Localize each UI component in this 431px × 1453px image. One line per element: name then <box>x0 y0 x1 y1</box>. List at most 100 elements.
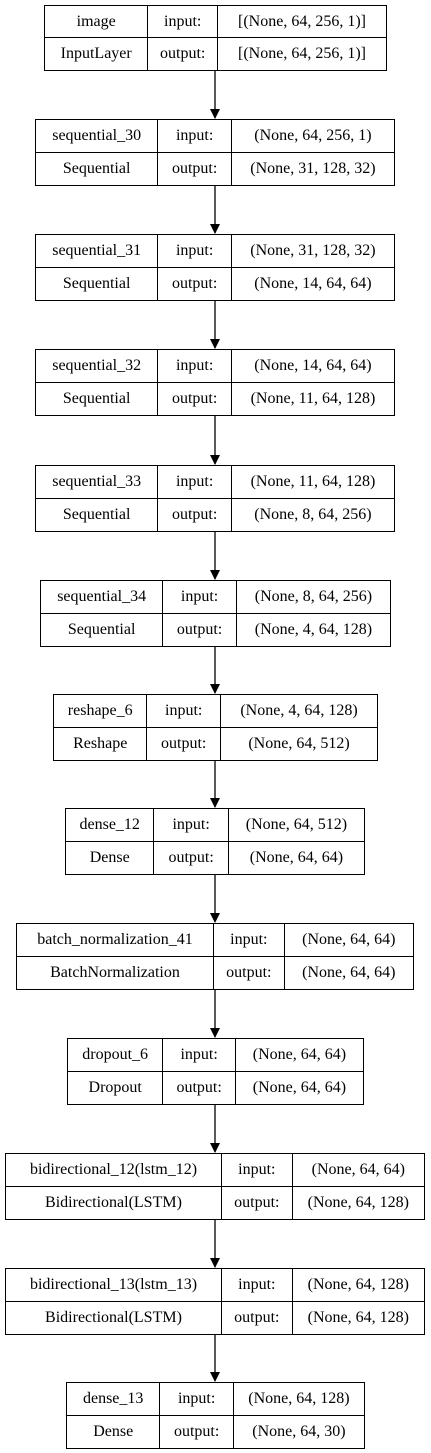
output-label: output: <box>157 498 231 531</box>
output-shape: (None, 64, 64) <box>283 956 413 989</box>
input-shape: (None, 31, 128, 32) <box>230 235 394 267</box>
input-label: input: <box>159 1383 233 1415</box>
layer-name: sequential_32 <box>52 356 142 374</box>
layer-name: sequential_31 <box>52 241 142 259</box>
layer-input-row: bidirectional_12(lstm_12) input:(None, 64… <box>6 1154 424 1187</box>
layer-output-row: BatchNormalization output:(None, 64, 64) <box>17 956 413 989</box>
input-label: input: <box>213 924 284 956</box>
output-shape: (None, 8, 64, 256) <box>230 498 394 531</box>
layer-type: Reshape <box>73 734 128 752</box>
input-shape: (None, 4, 64, 128) <box>219 695 377 727</box>
layer-name: sequential_34 <box>57 587 147 605</box>
layer-name: batch_normalization_41 <box>37 930 193 948</box>
layer-name: sequential_33 <box>52 472 142 490</box>
layer-name: dense_12 <box>79 815 140 833</box>
input-label: input: <box>162 1039 235 1071</box>
layer-input-row: sequential_31 input:(None, 31, 128, 32) <box>36 235 394 268</box>
layer-output-row: Sequential output:(None, 11, 64, 128) <box>36 382 394 415</box>
layer-name: dense_13 <box>82 1389 144 1407</box>
layer-node: bidirectional_13(lstm_13) input:(None, 64… <box>5 1268 425 1335</box>
input-shape: (None, 64, 128) <box>232 1383 364 1415</box>
output-shape: (None, 64, 64) <box>227 841 364 874</box>
output-label: output: <box>213 956 284 989</box>
layer-type: Sequential <box>62 274 131 292</box>
input-shape: (None, 11, 64, 128) <box>230 466 394 498</box>
output-label: output: <box>153 841 228 874</box>
output-label: output: <box>147 38 217 70</box>
output-label: output: <box>157 152 231 185</box>
layer-node: dense_13 input:(None, 64, 128) Dense output… <box>66 1382 365 1449</box>
output-label: output: <box>157 382 231 415</box>
layer-output-row: Dense output:(None, 64, 64) <box>66 841 364 874</box>
output-label: output: <box>157 267 231 300</box>
output-label: output: <box>220 1301 292 1334</box>
input-label: input: <box>220 1154 292 1186</box>
input-label: input: <box>157 120 231 152</box>
input-shape: (None, 8, 64, 256) <box>235 581 390 613</box>
layer-type: Dense <box>93 1422 134 1440</box>
input-label: input: <box>157 350 231 382</box>
input-shape: (None, 64, 256, 1) <box>230 120 394 152</box>
layer-output-row: Dense output:(None, 64, 30) <box>67 1415 364 1448</box>
layer-input-row: sequential_30 input:(None, 64, 256, 1) <box>36 120 394 153</box>
input-shape: (None, 64, 128) <box>291 1269 424 1301</box>
output-label: output: <box>220 1186 292 1219</box>
layer-node: batch_normalization_41 input:(None, 64, 6… <box>16 923 414 990</box>
output-shape: (None, 64, 30) <box>232 1415 364 1448</box>
layer-node: bidirectional_12(lstm_12) input:(None, 64… <box>5 1153 425 1220</box>
input-label: input: <box>153 809 228 841</box>
layer-output-row: Sequential output:(None, 8, 64, 256) <box>36 498 394 531</box>
input-shape: (None, 64, 64) <box>291 1154 424 1186</box>
layer-output-row: Bidirectional(LSTM)output:(None, 64, 128… <box>6 1301 424 1334</box>
output-shape: (None, 31, 128, 32) <box>230 152 394 185</box>
output-label: output: <box>162 613 236 646</box>
layer-output-row: Sequential output:(None, 31, 128, 32) <box>36 152 394 185</box>
output-label: output: <box>159 1415 233 1448</box>
output-shape: (None, 14, 64, 64) <box>230 267 394 300</box>
layer-output-row: Sequential output:(None, 14, 64, 64) <box>36 267 394 300</box>
layer-type: BatchNormalization <box>50 963 180 981</box>
layer-type: Sequential <box>62 159 131 177</box>
input-shape: [(None, 64, 256, 1)] <box>216 6 386 37</box>
layer-type: InputLayer <box>60 45 132 62</box>
input-label: input: <box>220 1269 292 1301</box>
input-shape: (None, 64, 64) <box>234 1039 363 1071</box>
layer-output-row: Bidirectional(LSTM) output:(None, 64, 128… <box>6 1186 424 1219</box>
output-shape: (None, 4, 64, 128) <box>235 613 390 646</box>
layer-type: Sequential <box>62 389 131 407</box>
output-label: output: <box>146 727 220 760</box>
layer-input-row: bidirectional_13(lstm_13) input:(None, 64… <box>6 1269 424 1302</box>
output-shape: (None, 11, 64, 128) <box>230 382 394 415</box>
layer-input-row: dropout_6 input:(None, 64, 64) <box>68 1039 363 1072</box>
layer-name: image <box>76 12 116 30</box>
output-shape: (None, 64, 128) <box>291 1301 424 1334</box>
input-label: input: <box>157 235 231 267</box>
output-shape: (None, 64, 128) <box>291 1186 424 1219</box>
layer-name: bidirectional_13(lstm_13) <box>29 1275 198 1293</box>
layer-type: Bidirectional(LSTM) <box>45 1193 182 1211</box>
layer-output-row: Sequential output:(None, 4, 64, 128) <box>41 613 390 646</box>
layer-type: Dense <box>89 848 130 866</box>
layer-type: Sequential <box>62 505 131 523</box>
layer-name: bidirectional_12(lstm_12) <box>29 1160 198 1178</box>
layer-type: Sequential <box>67 620 136 638</box>
input-label: input: <box>146 695 220 727</box>
layer-name: sequential_30 <box>52 126 142 144</box>
output-shape: (None, 64, 64) <box>234 1071 363 1104</box>
layer-name: dropout_6 <box>82 1045 149 1063</box>
layer-input-row: dense_13 input:(None, 64, 128) <box>67 1383 364 1416</box>
